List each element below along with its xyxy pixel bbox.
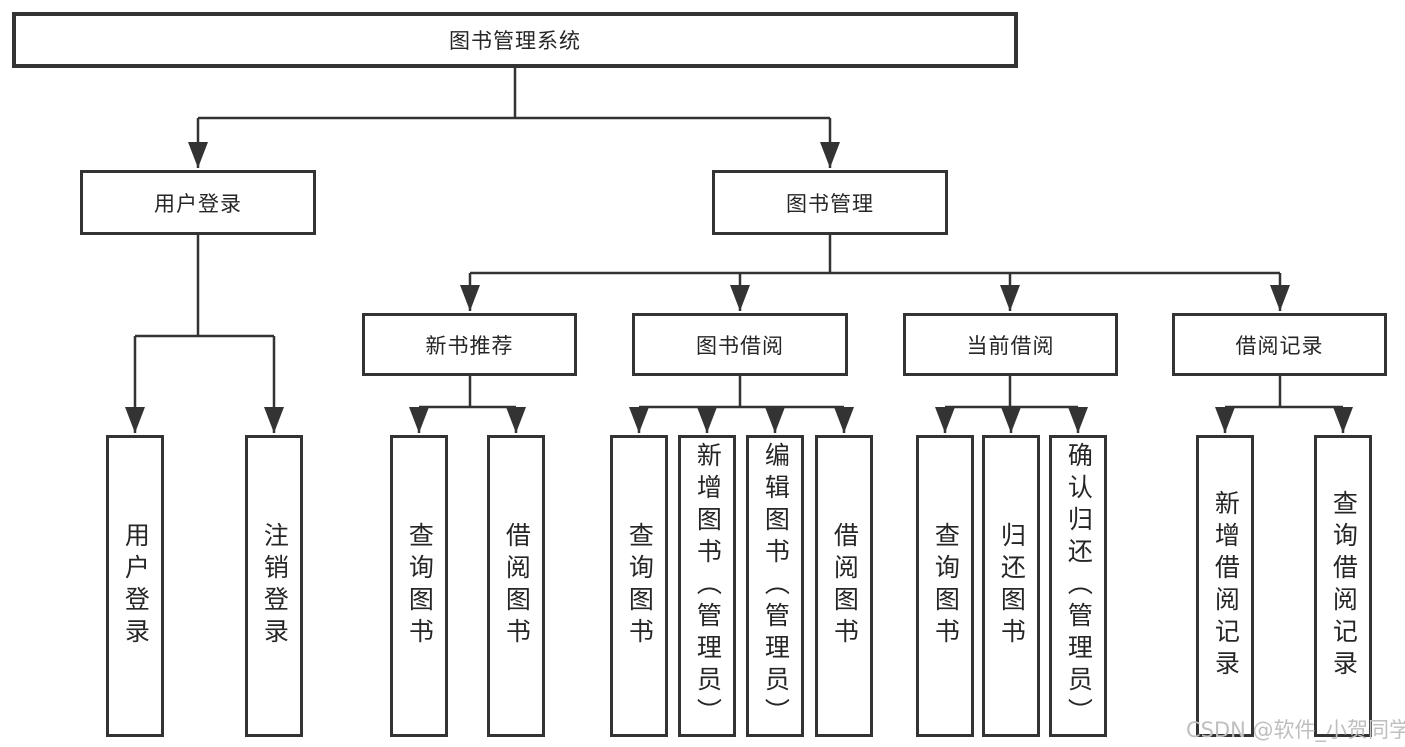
leaf-query-books-rec: 查询图书 [390, 435, 448, 737]
node-borrow-records: 借阅记录 [1172, 313, 1387, 376]
node-new-book-rec: 新书推荐 [362, 313, 577, 376]
node-book-borrow: 图书借阅 [632, 313, 848, 376]
leaf-user-login-label: 用户登录 [121, 522, 151, 650]
node-book-borrow-label: 图书借阅 [696, 333, 784, 358]
leaf-logout: 注销登录 [245, 435, 303, 737]
node-root-label: 图书管理系统 [449, 29, 581, 53]
node-new-book-rec-label: 新书推荐 [425, 333, 514, 358]
leaf-query-borrow-record: 查询借阅记录 [1314, 435, 1372, 737]
watermark: CSDN @软件_小贺同学 [1186, 718, 1405, 742]
node-user-login: 用户登录 [80, 170, 316, 235]
leaf-confirm-return-label: 确认归还（管理员） [1064, 442, 1094, 730]
leaf-add-borrow-record: 新增借阅记录 [1196, 435, 1254, 737]
leaf-edit-books-label: 编辑图书（管理员） [761, 442, 791, 730]
leaf-return-books-label: 归还图书 [997, 522, 1027, 650]
leaf-borrow-books-label: 借阅图书 [830, 522, 860, 650]
node-borrow-records-label: 借阅记录 [1235, 333, 1324, 358]
leaf-return-books: 归还图书 [982, 435, 1040, 737]
leaf-query-books-rec-label: 查询图书 [405, 522, 435, 650]
leaf-query-books-current-label: 查询图书 [931, 522, 961, 650]
node-user-login-label: 用户登录 [154, 191, 242, 216]
leaf-query-books-borrow-label: 查询图书 [625, 522, 655, 650]
node-root: 图书管理系统 [12, 12, 1018, 68]
leaf-borrow-books-rec: 借阅图书 [487, 435, 545, 737]
node-book-mgmt: 图书管理 [712, 170, 948, 235]
node-current-borrow-label: 当前借阅 [966, 333, 1055, 358]
leaf-query-books-current: 查询图书 [916, 435, 974, 737]
leaf-logout-label: 注销登录 [260, 522, 290, 650]
leaf-confirm-return: 确认归还（管理员） [1049, 435, 1107, 737]
leaf-query-books-borrow: 查询图书 [610, 435, 668, 737]
leaf-borrow-books-rec-label: 借阅图书 [502, 522, 532, 650]
leaf-add-books: 新增图书（管理员） [678, 435, 736, 737]
leaf-edit-books: 编辑图书（管理员） [746, 435, 804, 737]
leaf-query-borrow-record-label: 查询借阅记录 [1329, 490, 1359, 682]
leaf-add-books-label: 新增图书（管理员） [693, 442, 723, 730]
node-current-borrow: 当前借阅 [903, 313, 1118, 376]
leaf-add-borrow-record-label: 新增借阅记录 [1211, 490, 1241, 682]
leaf-user-login: 用户登录 [106, 435, 164, 737]
leaf-borrow-books: 借阅图书 [815, 435, 873, 737]
node-book-mgmt-label: 图书管理 [786, 191, 874, 216]
